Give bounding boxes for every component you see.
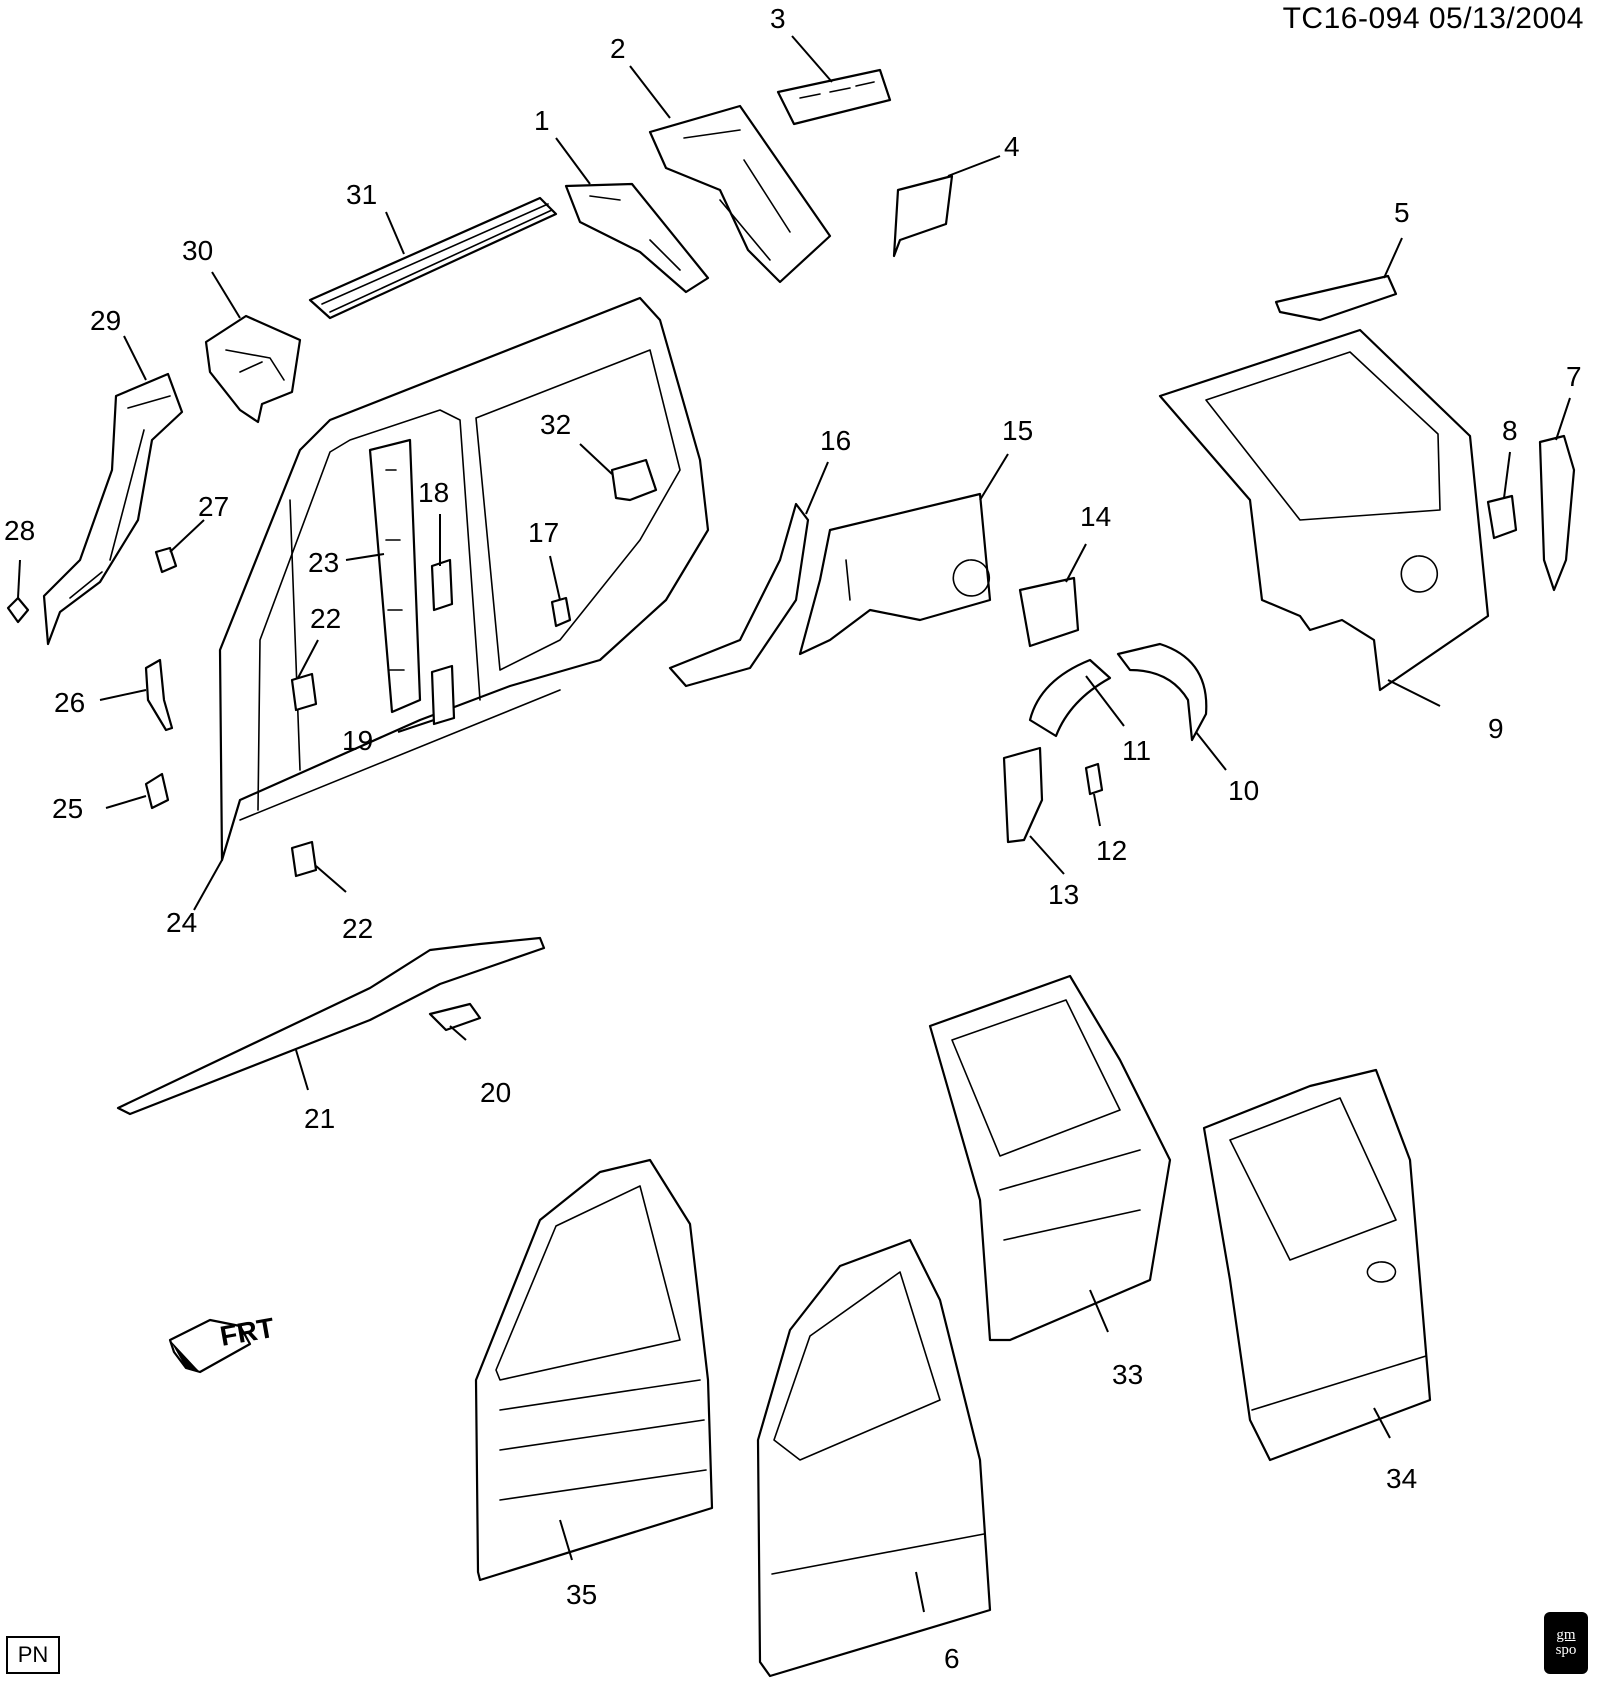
part-34-rear-door-outer xyxy=(1202,1068,1432,1462)
front-orientation-label: FRT xyxy=(218,1312,277,1352)
callout-12: 12 xyxy=(1096,835,1127,866)
part-11-wheel-liner xyxy=(1028,658,1112,738)
part-19-hinge xyxy=(430,664,456,726)
part-4-bracket xyxy=(892,174,954,258)
callout-10: 10 xyxy=(1228,775,1259,806)
part-9-quarter-panel xyxy=(1158,328,1490,692)
callout-8: 8 xyxy=(1502,415,1518,446)
gm-spo-logo: gm spo xyxy=(1544,1612,1588,1674)
callout-17: 17 xyxy=(528,517,559,548)
part-10-wheel-liner xyxy=(1116,642,1208,742)
callout-6: 6 xyxy=(944,1643,960,1674)
part-33-rear-door-frame xyxy=(928,974,1172,1342)
logo-top-text: gm xyxy=(1556,1627,1576,1643)
callout-32: 32 xyxy=(540,409,571,440)
part-25-bracket xyxy=(144,772,170,810)
part-3-panel xyxy=(776,68,892,126)
diagram-code-date: TC16-094 05/13/2004 xyxy=(1282,2,1584,35)
callout-numbers: 1 2 3 4 5 6 7 8 9 10 11 12 13 14 15 16 1… xyxy=(4,3,1582,1674)
callout-29: 29 xyxy=(90,305,121,336)
pn-badge: PN xyxy=(6,1636,60,1674)
part-22-hinge-upper xyxy=(290,672,318,712)
callout-16: 16 xyxy=(820,425,851,456)
callout-18: 18 xyxy=(418,477,449,508)
part-23-b-pillar-reinforcement xyxy=(368,438,422,714)
part-31-roof-rail xyxy=(308,196,558,320)
callout-4: 4 xyxy=(1004,131,1020,162)
part-22-hinge-lower xyxy=(290,840,318,878)
callout-31: 31 xyxy=(346,179,377,210)
part-6-front-door-outer xyxy=(756,1238,992,1678)
callout-15: 15 xyxy=(1002,415,1033,446)
logo-bottom-text: spo xyxy=(1555,1642,1577,1658)
callout-23: 23 xyxy=(308,547,339,578)
part-20-nut-plate xyxy=(428,1002,482,1032)
part-8-bracket xyxy=(1486,494,1518,540)
part-35-front-door-frame xyxy=(474,1158,714,1582)
part-13-extension xyxy=(1002,746,1044,844)
part-2-pillar-reinforcement xyxy=(648,104,832,284)
part-30-bracket xyxy=(204,314,302,424)
part-29-a-pillar xyxy=(42,372,184,646)
callout-24: 24 xyxy=(166,907,197,938)
callout-30: 30 xyxy=(182,235,213,266)
part-7-pillar xyxy=(1538,434,1576,592)
part-1-pillar-upper xyxy=(564,182,710,294)
part-12-bracket xyxy=(1084,762,1104,796)
callout-35: 35 xyxy=(566,1579,597,1610)
part-18-hinge xyxy=(430,558,454,612)
callout-13: 13 xyxy=(1048,879,1079,910)
part-16-wheelhouse-extension xyxy=(668,502,810,688)
callout-25: 25 xyxy=(52,793,83,824)
part-15-wheelhouse-panel xyxy=(798,492,992,656)
callout-14: 14 xyxy=(1080,501,1111,532)
callout-19: 19 xyxy=(342,725,373,756)
part-24-body-side-frame xyxy=(218,296,710,862)
callout-1: 1 xyxy=(534,105,550,136)
callout-22-upper: 22 xyxy=(310,603,341,634)
callout-28: 28 xyxy=(4,515,35,546)
leader-lines xyxy=(17,35,1571,1613)
callout-9: 9 xyxy=(1488,713,1504,744)
callout-5: 5 xyxy=(1394,197,1410,228)
part-5-rail xyxy=(1274,274,1398,322)
callout-33: 33 xyxy=(1112,1359,1143,1390)
callout-2: 2 xyxy=(610,33,626,64)
callout-7: 7 xyxy=(1566,361,1582,392)
callout-3: 3 xyxy=(770,3,786,34)
callout-34: 34 xyxy=(1386,1463,1417,1494)
part-32-bracket xyxy=(610,458,658,502)
part-28-clip xyxy=(6,596,30,624)
callout-21: 21 xyxy=(304,1103,335,1134)
part-14-bracket xyxy=(1018,576,1080,648)
callout-11: 11 xyxy=(1122,735,1151,766)
callout-20: 20 xyxy=(480,1077,511,1108)
callout-26: 26 xyxy=(54,687,85,718)
callout-22-lower: 22 xyxy=(342,913,373,944)
part-21-rocker-panel xyxy=(116,936,546,1116)
callout-27: 27 xyxy=(198,491,229,522)
front-orientation-arrow: FRT xyxy=(168,1312,277,1374)
part-27-bracket xyxy=(154,546,178,574)
part-26-bracket xyxy=(144,658,174,732)
part-17-striker xyxy=(550,596,572,628)
